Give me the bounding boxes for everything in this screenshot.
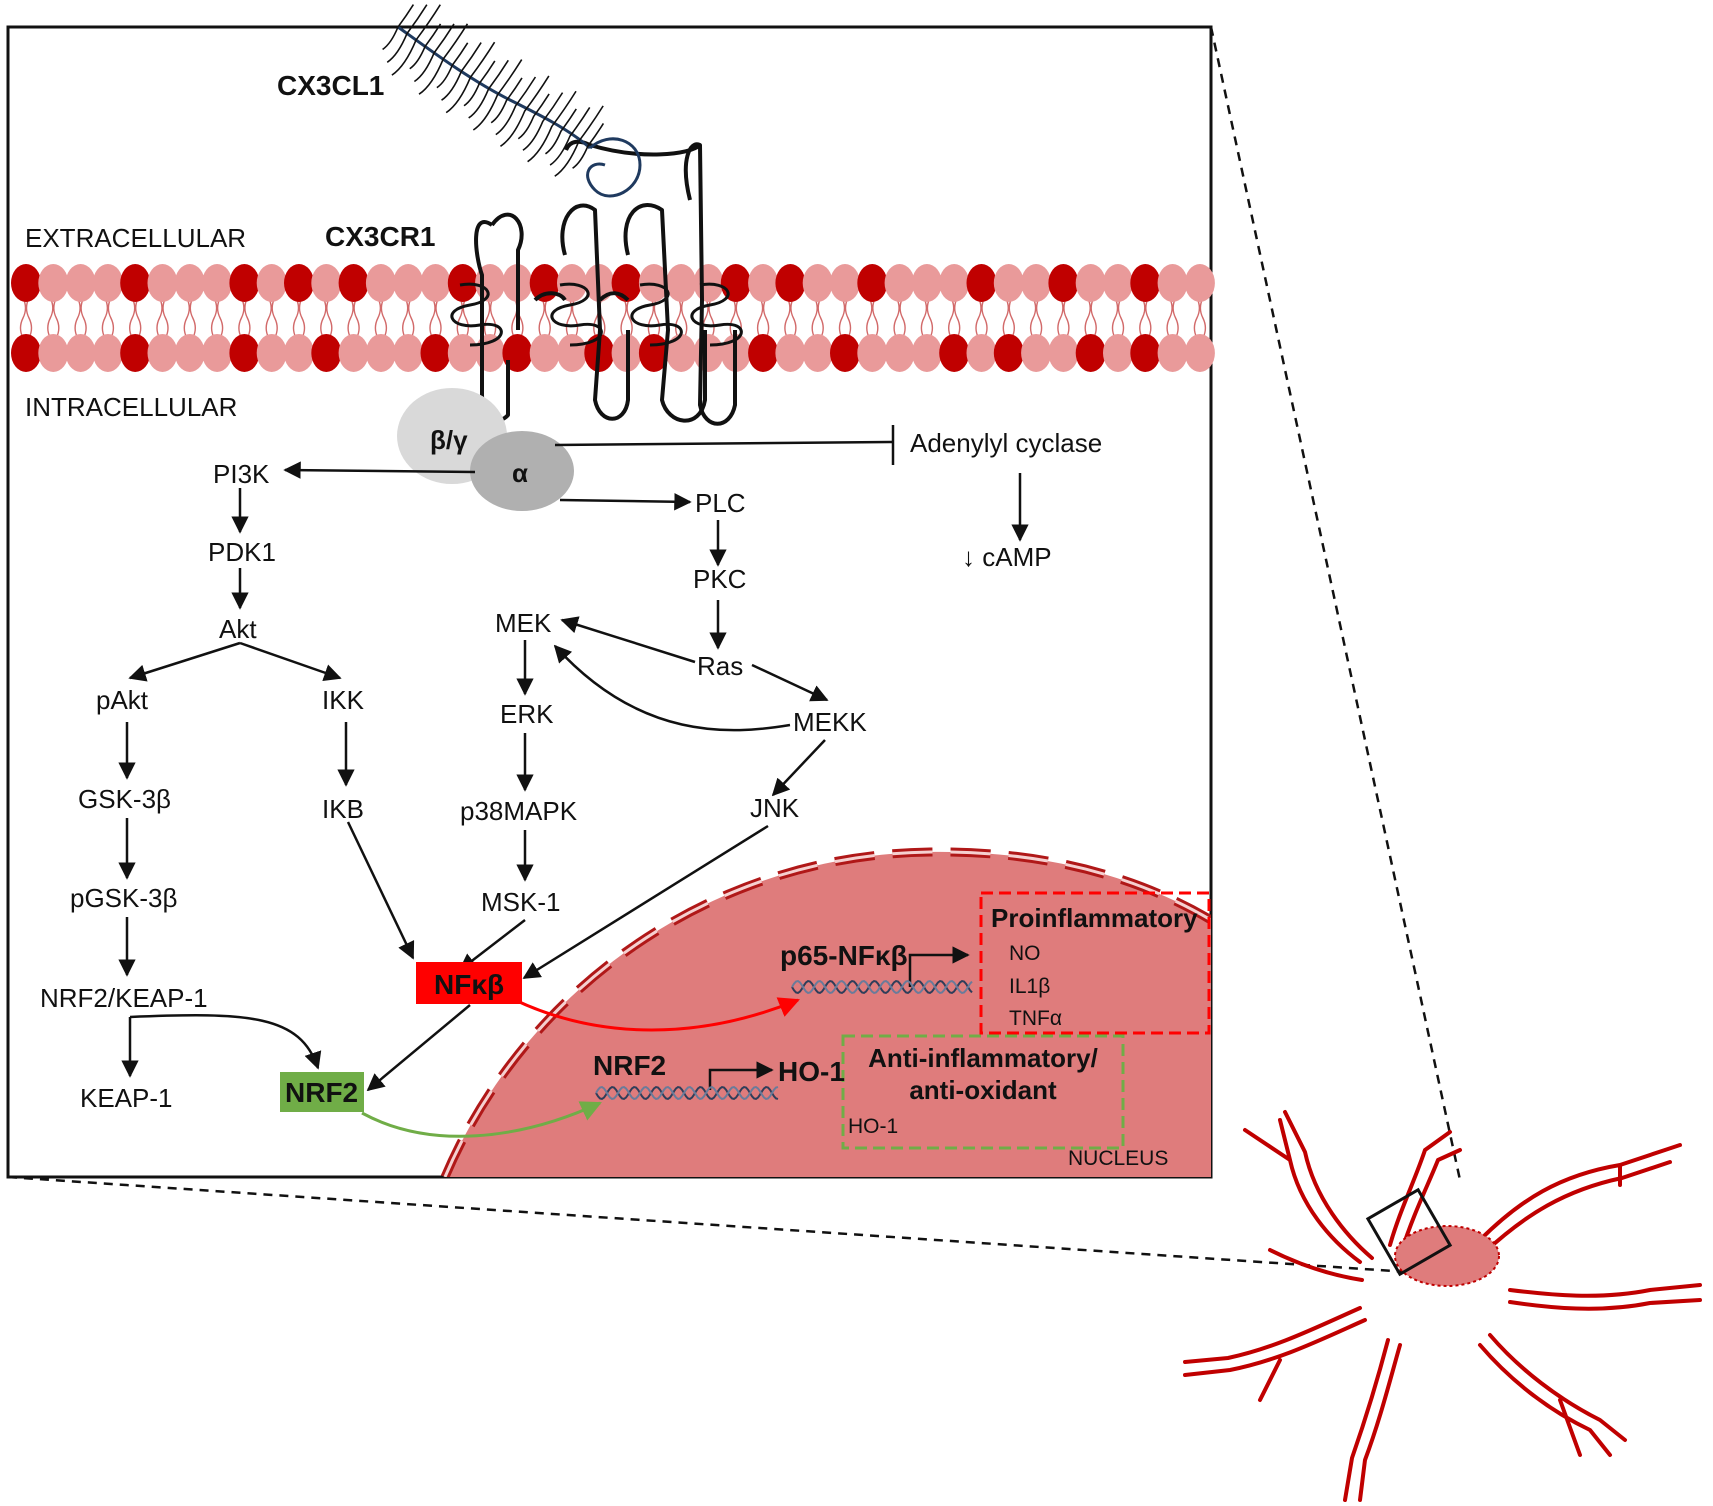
cx3cl1-stalk xyxy=(397,25,592,150)
zoom-region-marker xyxy=(1365,1187,1453,1277)
nrf2-nuclear-label: NRF2 xyxy=(593,1050,666,1081)
signaling-arrows xyxy=(118,425,1029,1138)
pdk1-label: PDK1 xyxy=(208,537,276,567)
proinflammatory-item-no: NO xyxy=(1009,942,1041,965)
cx3cl1-ligand xyxy=(382,4,642,198)
cx3cr1-receptor xyxy=(450,139,743,426)
p65-nfkb-label: p65-NFκβ xyxy=(780,940,908,971)
ikb-label: IKB xyxy=(322,794,364,824)
nrf2-label: NRF2 xyxy=(285,1077,358,1108)
intracellular-label: INTRACELLULAR xyxy=(25,392,237,422)
proinflammatory-item-il1b: IL1β xyxy=(1009,975,1050,998)
mek-label: MEK xyxy=(495,608,552,638)
adenylyl-cyclase-label: Adenylyl cyclase xyxy=(910,428,1102,458)
cx3cl1-label: CX3CL1 xyxy=(277,70,384,101)
msk1-label: MSK-1 xyxy=(481,887,560,917)
proinflammatory-item-tnfa: TNFα xyxy=(1009,1007,1062,1030)
nucleus xyxy=(440,847,1211,1177)
akt-label: Akt xyxy=(219,614,257,644)
ikk-label: IKK xyxy=(322,685,365,715)
nrf2-keap1-label: NRF2/KEAP-1 xyxy=(40,983,208,1013)
neuron-cell xyxy=(1183,1110,1702,1502)
g-protein-alpha xyxy=(470,431,574,511)
pi3k-label: PI3K xyxy=(213,459,270,489)
neuron-nucleus xyxy=(1394,1225,1500,1287)
nucleus-label: NUCLEUS xyxy=(1068,1147,1168,1170)
extracellular-label: EXTRACELLULAR xyxy=(25,223,246,253)
ras-label: Ras xyxy=(697,651,743,681)
proinflammatory-box xyxy=(979,891,1211,1035)
ho1-gene-label: HO-1 xyxy=(778,1056,845,1087)
proinflammatory-title: Proinflammatory xyxy=(991,903,1198,933)
plc-label: PLC xyxy=(695,488,746,518)
pgsk3b-label: pGSK-3β xyxy=(70,883,177,913)
dna-helix-p65 xyxy=(791,979,973,995)
nfkb-box xyxy=(416,962,522,1004)
keap1-label: KEAP-1 xyxy=(80,1083,173,1113)
dna-helix-nrf2 xyxy=(595,1085,779,1101)
anti-inflammatory-item-ho1: HO-1 xyxy=(848,1115,898,1138)
g-alpha-label: α xyxy=(512,458,528,488)
pakt-label: pAkt xyxy=(96,685,149,715)
cx3cr1-label: CX3CR1 xyxy=(325,221,435,252)
pkc-label: PKC xyxy=(693,564,746,594)
anti-inflammatory-title-1: Anti-inflammatory/ xyxy=(868,1043,1098,1073)
anti-inflammatory-title-2: anti-oxidant xyxy=(909,1075,1057,1105)
nfkb-label: NFκβ xyxy=(434,969,504,1000)
anti-inflammatory-box xyxy=(841,1034,1125,1150)
jnk-label: JNK xyxy=(750,793,800,823)
p38mapk-label: p38MAPK xyxy=(460,796,578,826)
camp-label: ↓ cAMP xyxy=(962,542,1052,572)
nrf2-box xyxy=(280,1072,364,1112)
cell-membrane xyxy=(11,264,1215,372)
erk-label: ERK xyxy=(500,699,554,729)
g-beta-gamma-label: β/γ xyxy=(430,425,468,455)
gsk3b-label: GSK-3β xyxy=(78,784,171,814)
zoom-guides xyxy=(7,26,1462,1274)
cx3cl1-chemokine-domain xyxy=(586,137,642,198)
nucleus-body xyxy=(445,851,1211,1177)
mekk-label: MEKK xyxy=(793,707,867,737)
